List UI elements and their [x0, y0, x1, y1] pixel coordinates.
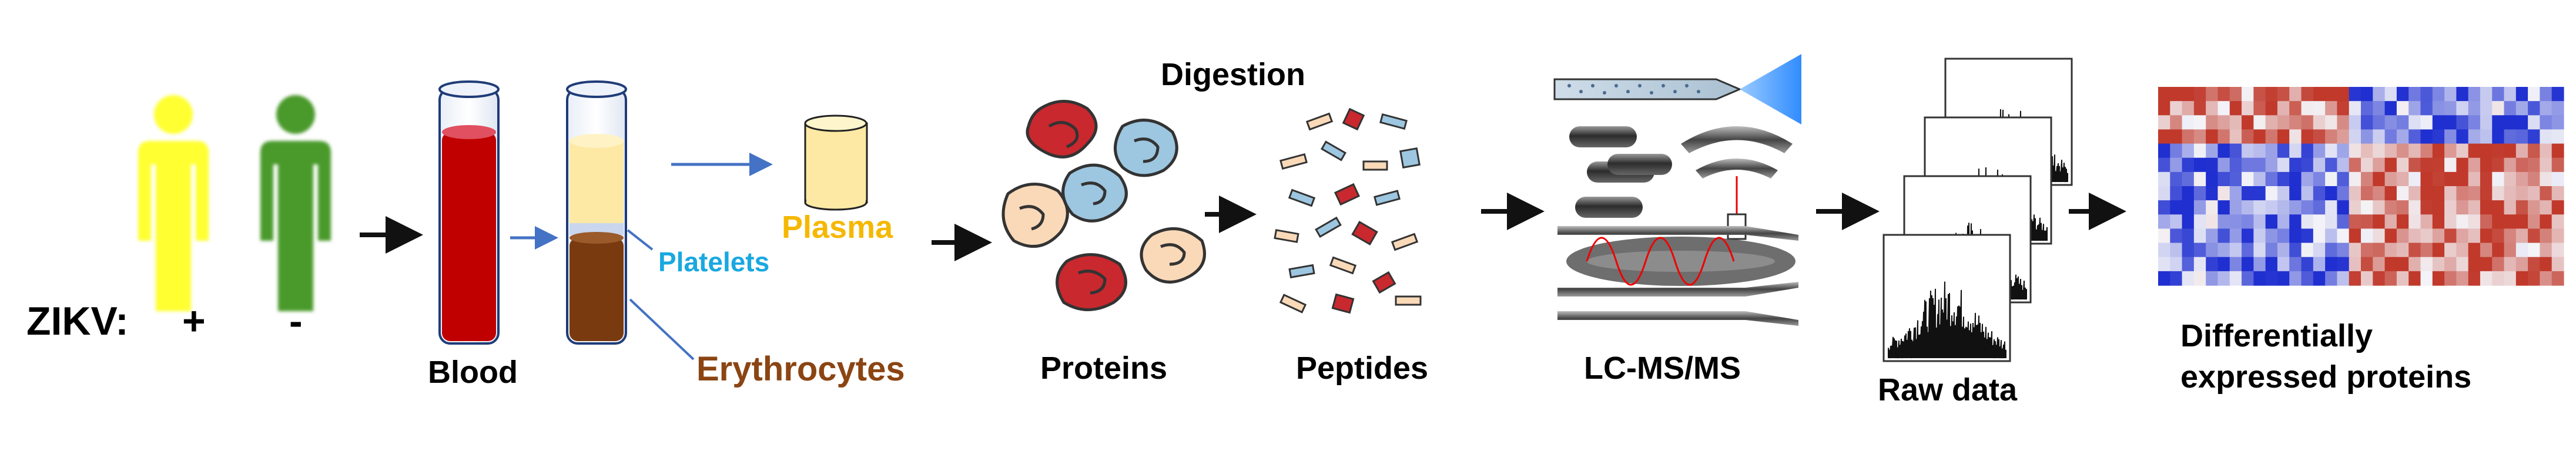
erythrocytes-pointer — [629, 298, 695, 361]
blood-tube-icon — [438, 80, 500, 345]
zikv-positive-sign: + — [182, 299, 206, 343]
plasma-tube-icon — [804, 114, 868, 211]
diff-label-line1: Differentially — [2180, 318, 2373, 353]
lc-ms-icon — [1553, 54, 1801, 326]
proteins-icon — [1001, 100, 1206, 311]
plasma-label: Plasma — [782, 210, 893, 245]
peptides-icon — [1274, 107, 1422, 314]
proteins-label: Proteins — [1040, 351, 1167, 386]
raw-data-label: Raw data — [1878, 372, 2018, 407]
blood-label: Blood — [428, 355, 518, 390]
person-positive-icon — [138, 95, 209, 311]
raw-data-icon — [1882, 58, 2073, 362]
heatmap-icon — [2158, 87, 2564, 286]
digestion-label: Digestion — [1161, 57, 1305, 92]
platelets-pointer — [627, 229, 654, 251]
lcms-label: LC-MS/MS — [1584, 351, 1741, 386]
diff-label-line2: expressed proteins — [2180, 359, 2471, 395]
peptides-label: Peptides — [1296, 351, 1428, 386]
erythrocytes-label: Erythrocytes — [696, 350, 905, 388]
person-negative-icon — [260, 95, 331, 311]
zikv-label: ZIKV: — [26, 299, 129, 343]
separated-tube-icon — [566, 80, 627, 345]
zikv-negative-sign: - — [289, 299, 303, 343]
platelets-label: Platelets — [658, 247, 769, 277]
